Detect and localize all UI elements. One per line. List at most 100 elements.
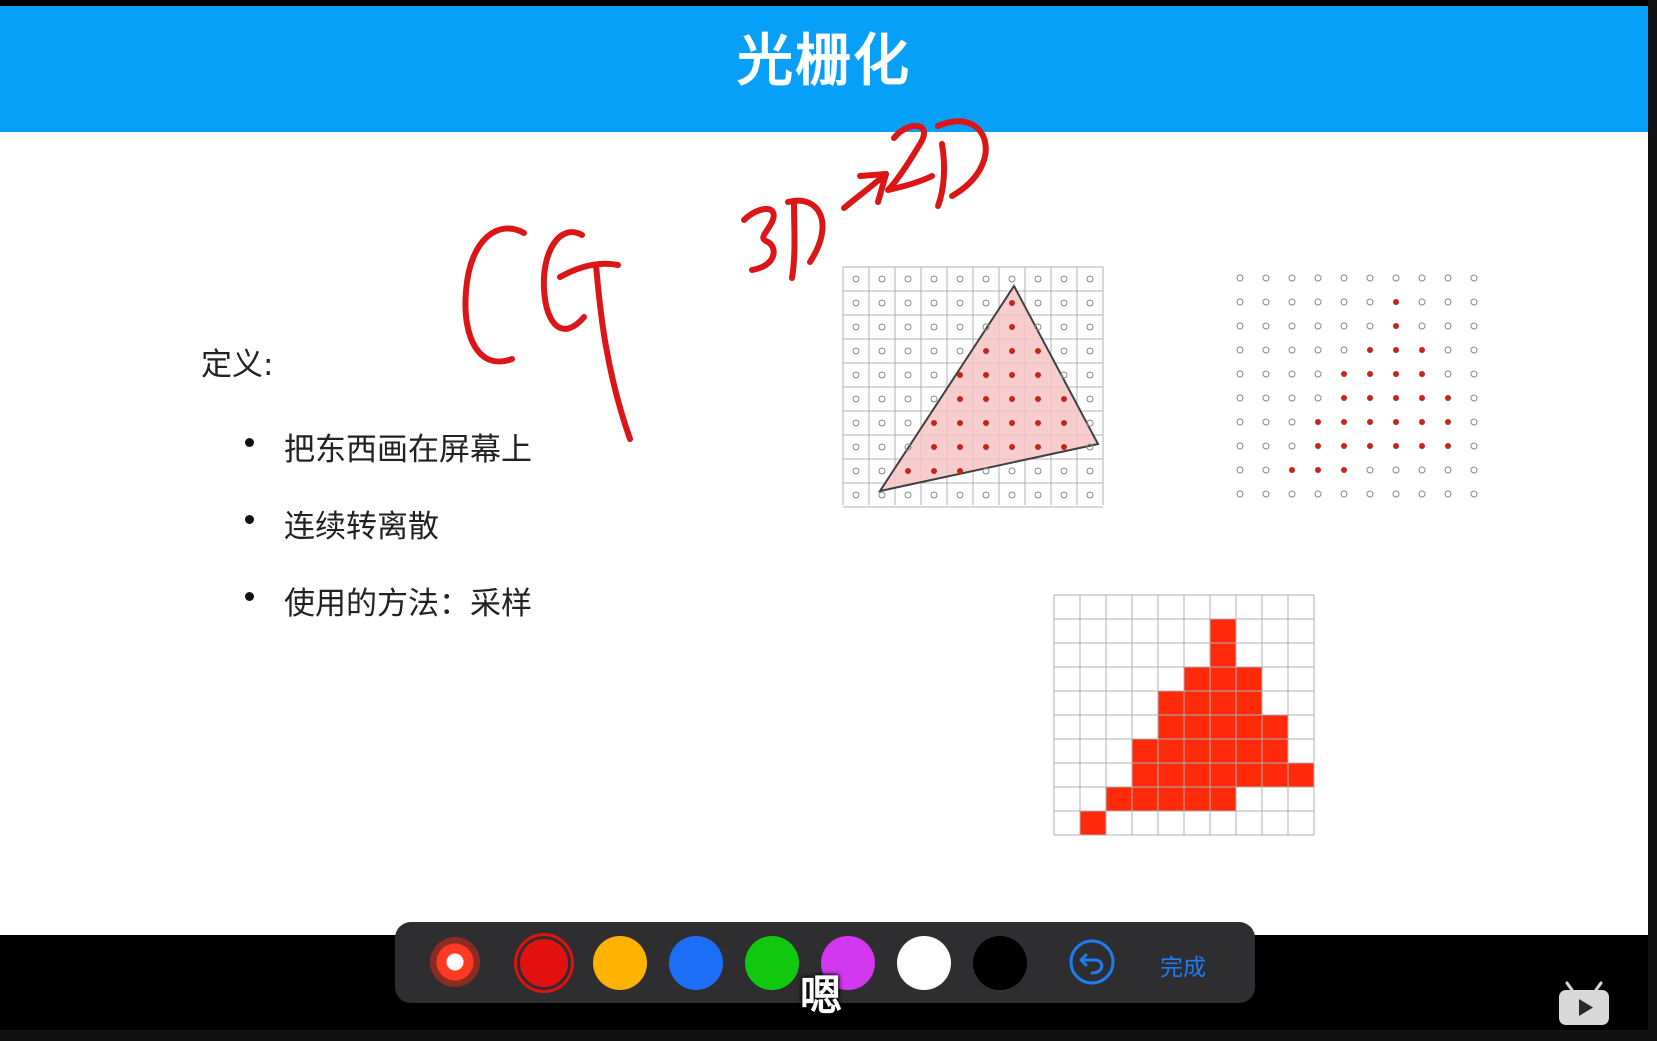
sample-miss-dot: [1236, 322, 1244, 330]
sample-miss-dot: [1262, 418, 1270, 426]
undo-icon[interactable]: [1068, 938, 1116, 986]
sample-hit-dot: [1035, 372, 1041, 378]
sample-miss-dot: [1444, 322, 1452, 330]
sample-miss-dot: [930, 323, 938, 331]
sample-miss-dot: [1086, 275, 1094, 283]
sample-hit-dot: [1367, 395, 1373, 401]
filled-pixel: [1184, 691, 1210, 715]
sample-miss-dot: [1444, 370, 1452, 378]
sample-miss-dot: [1288, 322, 1296, 330]
pen-blue-swatch[interactable]: [669, 936, 723, 990]
sample-miss-dot: [1288, 442, 1296, 450]
sample-miss-dot: [1060, 347, 1068, 355]
sample-miss-dot: [852, 443, 860, 451]
pen-green-swatch[interactable]: [745, 936, 799, 990]
sample-miss-dot: [904, 323, 912, 331]
sample-miss-dot: [1262, 466, 1270, 474]
sample-hit-dot: [1445, 419, 1451, 425]
pen-yellow-swatch[interactable]: [593, 936, 647, 990]
sample-hit-dot: [957, 396, 963, 402]
sample-miss-dot: [1236, 466, 1244, 474]
laser-pointer-tool[interactable]: [430, 937, 480, 987]
sample-miss-dot: [904, 347, 912, 355]
filled-pixel: [1158, 691, 1184, 715]
bullet-text: 连续转离散: [284, 509, 439, 545]
sample-miss-dot: [1288, 298, 1296, 306]
sample-miss-dot: [1366, 322, 1374, 330]
sample-hit-dot: [1367, 347, 1373, 353]
sample-hit-dot: [1009, 300, 1015, 306]
filled-pixel: [1236, 667, 1262, 691]
sample-miss-dot: [1470, 274, 1478, 282]
filled-pixel: [1236, 763, 1262, 787]
sample-miss-dot: [1034, 467, 1042, 475]
sample-miss-dot: [982, 467, 990, 475]
sample-hit-dot: [1315, 443, 1321, 449]
sample-miss-dot: [1034, 491, 1042, 499]
sample-miss-dot: [1470, 298, 1478, 306]
pen-purple-swatch[interactable]: [821, 936, 875, 990]
sample-hit-dot: [1419, 419, 1425, 425]
sample-hit-dot: [983, 372, 989, 378]
filled-pixel: [1210, 643, 1236, 667]
sample-miss-dot: [930, 371, 938, 379]
sample-miss-dot: [1470, 466, 1478, 474]
sample-miss-dot: [878, 347, 886, 355]
sample-miss-dot: [878, 323, 886, 331]
filled-pixel: [1184, 715, 1210, 739]
sample-miss-dot: [982, 299, 990, 307]
sample-miss-dot: [982, 275, 990, 283]
sample-miss-dot: [878, 275, 886, 283]
done-button[interactable]: 完成: [1160, 955, 1206, 981]
sample-miss-dot: [904, 419, 912, 427]
filled-pixel: [1158, 739, 1184, 763]
filled-pixel: [1184, 763, 1210, 787]
sample-miss-dot: [1086, 395, 1094, 403]
sample-miss-dot: [1418, 490, 1426, 498]
sample-hit-dot: [1393, 347, 1399, 353]
pen-red-swatch[interactable]: [517, 936, 571, 990]
triangle-shape: [877, 284, 1100, 493]
filled-pixel: [1132, 787, 1158, 811]
sample-miss-dot: [956, 347, 964, 355]
sample-hit-dot: [1009, 396, 1015, 402]
sample-hit-dot: [1367, 371, 1373, 377]
pen-black-swatch[interactable]: [973, 936, 1027, 990]
sample-miss-dot: [1086, 467, 1094, 475]
sample-miss-dot: [1418, 274, 1426, 282]
sample-miss-dot: [930, 347, 938, 355]
sample-miss-dot: [1086, 371, 1094, 379]
sample-miss-dot: [1314, 394, 1322, 402]
sample-miss-dot: [852, 419, 860, 427]
sample-miss-dot: [852, 467, 860, 475]
sample-hit-dot: [1341, 419, 1347, 425]
sample-miss-dot: [1236, 418, 1244, 426]
rasterized-pixels-diagram: [1053, 594, 1315, 836]
sample-miss-dot: [1034, 323, 1042, 331]
sample-miss-dot: [1340, 322, 1348, 330]
sample-miss-dot: [1060, 299, 1068, 307]
sample-hit-dot: [1315, 467, 1321, 473]
sample-hit-dot: [1341, 371, 1347, 377]
sample-hit-dot: [1009, 372, 1015, 378]
filled-pixel: [1184, 787, 1210, 811]
sample-hit-dot: [1009, 348, 1015, 354]
sample-hit-dot: [957, 468, 963, 474]
sample-miss-dot: [1288, 274, 1296, 282]
definition-label: 定义:: [201, 347, 274, 383]
sample-miss-dot: [930, 491, 938, 499]
filled-pixel: [1184, 667, 1210, 691]
sample-miss-dot: [1366, 466, 1374, 474]
sample-hit-dot: [1009, 444, 1015, 450]
pen-white-swatch[interactable]: [897, 936, 951, 990]
sample-miss-dot: [930, 275, 938, 283]
filled-pixel: [1210, 787, 1236, 811]
sample-hit-dot: [1035, 420, 1041, 426]
sample-hit-dot: [1315, 419, 1321, 425]
sample-miss-dot: [1236, 394, 1244, 402]
filled-pixel: [1262, 763, 1288, 787]
sample-miss-dot: [1236, 442, 1244, 450]
sample-miss-dot: [1470, 442, 1478, 450]
sample-miss-dot: [878, 371, 886, 379]
sample-miss-dot: [1288, 490, 1296, 498]
